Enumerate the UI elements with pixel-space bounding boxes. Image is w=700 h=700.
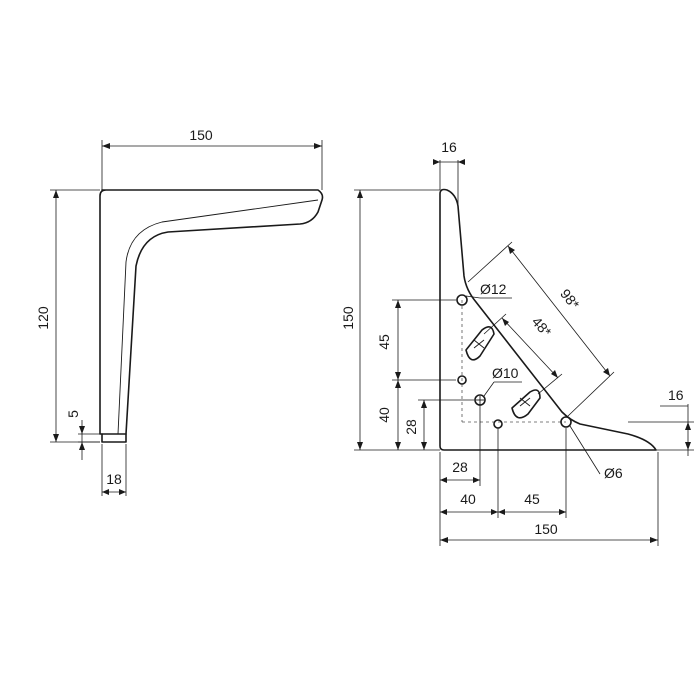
arrow	[685, 442, 691, 450]
arrow	[508, 246, 515, 254]
arrow	[458, 159, 465, 165]
dim-overall-width-label: 150	[534, 521, 558, 537]
slot-cross	[473, 339, 485, 349]
dim-foot-width-label: 18	[106, 471, 122, 487]
side-bracket-outline	[99, 189, 324, 435]
arrow	[53, 190, 59, 198]
front-bracket-outline	[439, 188, 657, 451]
arrow	[473, 477, 480, 483]
ext-line	[537, 373, 563, 395]
front-view: 16 150 45 40 28 Ø12 Ø10	[340, 139, 694, 546]
dim-diagonal-short-label: 48*	[529, 313, 555, 340]
arrow	[440, 509, 447, 515]
arrow	[395, 380, 401, 388]
arrow	[551, 370, 558, 378]
arrow	[102, 489, 109, 495]
dim-foot-height-label: 5	[65, 410, 81, 418]
leader-medium-hole	[483, 381, 495, 397]
side-bracket-foot	[101, 433, 127, 443]
side-bracket-inner-edge	[117, 199, 319, 435]
small-hole-label: Ø6	[604, 465, 623, 481]
dim-line-diagonal-long	[507, 245, 611, 377]
arrow	[440, 537, 448, 543]
arrow	[559, 509, 566, 515]
leader-small-hole	[569, 425, 601, 475]
dim-width-label: 150	[189, 127, 213, 143]
arrow	[421, 400, 427, 408]
arrow	[53, 434, 59, 442]
arrow	[650, 537, 658, 543]
arrow	[395, 300, 401, 308]
arrow	[433, 159, 440, 165]
dim-front-height-label: 150	[340, 306, 356, 330]
large-hole-label: Ø12	[480, 281, 507, 297]
hole-small-left	[457, 375, 467, 385]
hole-12	[456, 294, 468, 306]
dim-hole-height-label: 28	[403, 419, 419, 435]
dim-height-label: 120	[35, 306, 51, 330]
arrow	[685, 422, 691, 430]
dim-right-thickness-label: 16	[668, 387, 684, 403]
dim-bottom-28-label: 28	[452, 459, 468, 475]
arrow	[498, 509, 505, 515]
slot-cross	[519, 397, 531, 407]
arrow	[395, 372, 401, 380]
medium-hole-label: Ø10	[492, 365, 519, 381]
slot-lower	[511, 389, 541, 419]
arrow	[102, 143, 110, 149]
dim-bottom-40-label: 40	[460, 491, 476, 507]
dim-bottom-45-label: 45	[524, 491, 540, 507]
side-view: 150 120 5 18	[35, 127, 324, 496]
slot-upper	[465, 326, 495, 361]
arrow	[502, 318, 509, 326]
arrow	[79, 426, 85, 434]
arrow	[357, 190, 363, 198]
dim-lower-offset-label: 40	[376, 407, 392, 423]
dim-line-diagonal-short	[501, 317, 559, 379]
ext-line	[483, 313, 507, 335]
dim-diagonal-long-label: 98*	[557, 286, 583, 313]
dim-hole-spacing-label: 45	[376, 334, 392, 350]
arrow	[119, 489, 126, 495]
ext-line	[467, 241, 513, 283]
leader-large-hole	[465, 295, 481, 299]
arrow	[357, 442, 363, 450]
arrow	[603, 368, 610, 376]
arrow	[314, 143, 322, 149]
arrow	[491, 509, 498, 515]
arrow	[440, 477, 447, 483]
arrow	[421, 442, 427, 450]
hole-small-bottom	[493, 419, 503, 429]
hole-6	[560, 416, 572, 428]
arrow	[79, 442, 85, 450]
dim-top-thickness-label: 16	[441, 139, 457, 155]
ext-line	[567, 371, 615, 417]
arrow	[395, 442, 401, 450]
